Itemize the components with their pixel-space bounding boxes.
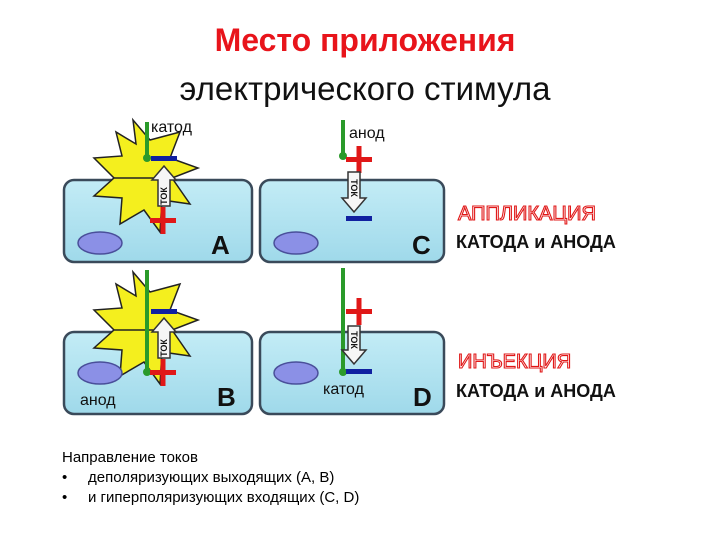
footer-item-1: • деполяризующих выходящих (А, В)	[62, 468, 359, 488]
minus-d-icon	[346, 369, 372, 374]
label-anode-cell-b: анод	[80, 392, 116, 409]
footer-item-2: • и гиперполяризующих входящих (С, D)	[62, 488, 359, 508]
nucleus-b	[77, 361, 123, 385]
plus-c-icon	[346, 146, 372, 173]
bullet: •	[62, 489, 68, 506]
nucleus-a	[77, 231, 123, 255]
title-line-1: Место приложения	[214, 22, 516, 58]
panel-letter-a: A	[211, 230, 230, 260]
current-arrow-c-icon: ТОК	[340, 171, 368, 214]
nucleus-c	[273, 231, 319, 255]
plus-d-icon	[346, 298, 372, 325]
electrode-d-tip	[339, 368, 347, 376]
nucleus-d	[273, 361, 319, 385]
current-label-d: ТОК	[349, 331, 359, 349]
panel-letter-b: B	[217, 382, 236, 412]
label-cathode-cell-d: катод	[323, 381, 365, 398]
minus-c-icon	[346, 216, 372, 221]
plus-a-icon	[150, 207, 176, 234]
footer-item-text: деполяризующих выходящих (А, В)	[88, 469, 335, 486]
minus-b-icon	[151, 309, 177, 314]
panel-letter-c: C	[412, 230, 431, 260]
caption-application-sub: КАТОДА и АНОДА	[456, 232, 616, 252]
caption-application: АППЛИКАЦИЯ	[458, 203, 596, 225]
current-label-c: ТОК	[349, 179, 359, 197]
title-line-2: электрического стимула	[179, 70, 551, 107]
panel-letter-d: D	[413, 382, 432, 412]
electrode-c-tip	[339, 152, 347, 160]
minus-a-icon	[151, 156, 177, 161]
current-label-b: ТОК	[159, 339, 169, 357]
caption-injection-sub: КАТОДА и АНОДА	[456, 381, 616, 401]
plus-b-icon	[150, 359, 176, 386]
current-arrow-d-icon: ТОК	[340, 325, 368, 366]
electrode-a-tip	[143, 154, 151, 162]
footer-notes: Направление токов • деполяризующих выход…	[62, 448, 359, 508]
current-label-a: ТОК	[159, 187, 169, 205]
footer-item-text: и гиперполяризующих входящих (С, D)	[88, 489, 360, 506]
current-arrow-b-icon: ТОК	[150, 316, 178, 359]
caption-injection: ИНЪЕКЦИЯ	[458, 351, 571, 373]
current-arrow-a-icon: ТОК	[150, 164, 178, 207]
label-cathode-top: катод	[151, 119, 193, 136]
bullet: •	[62, 469, 68, 486]
footer-heading: Направление токов	[62, 449, 198, 466]
label-anode-top: анод	[349, 125, 385, 142]
electrode-b-tip	[143, 368, 151, 376]
